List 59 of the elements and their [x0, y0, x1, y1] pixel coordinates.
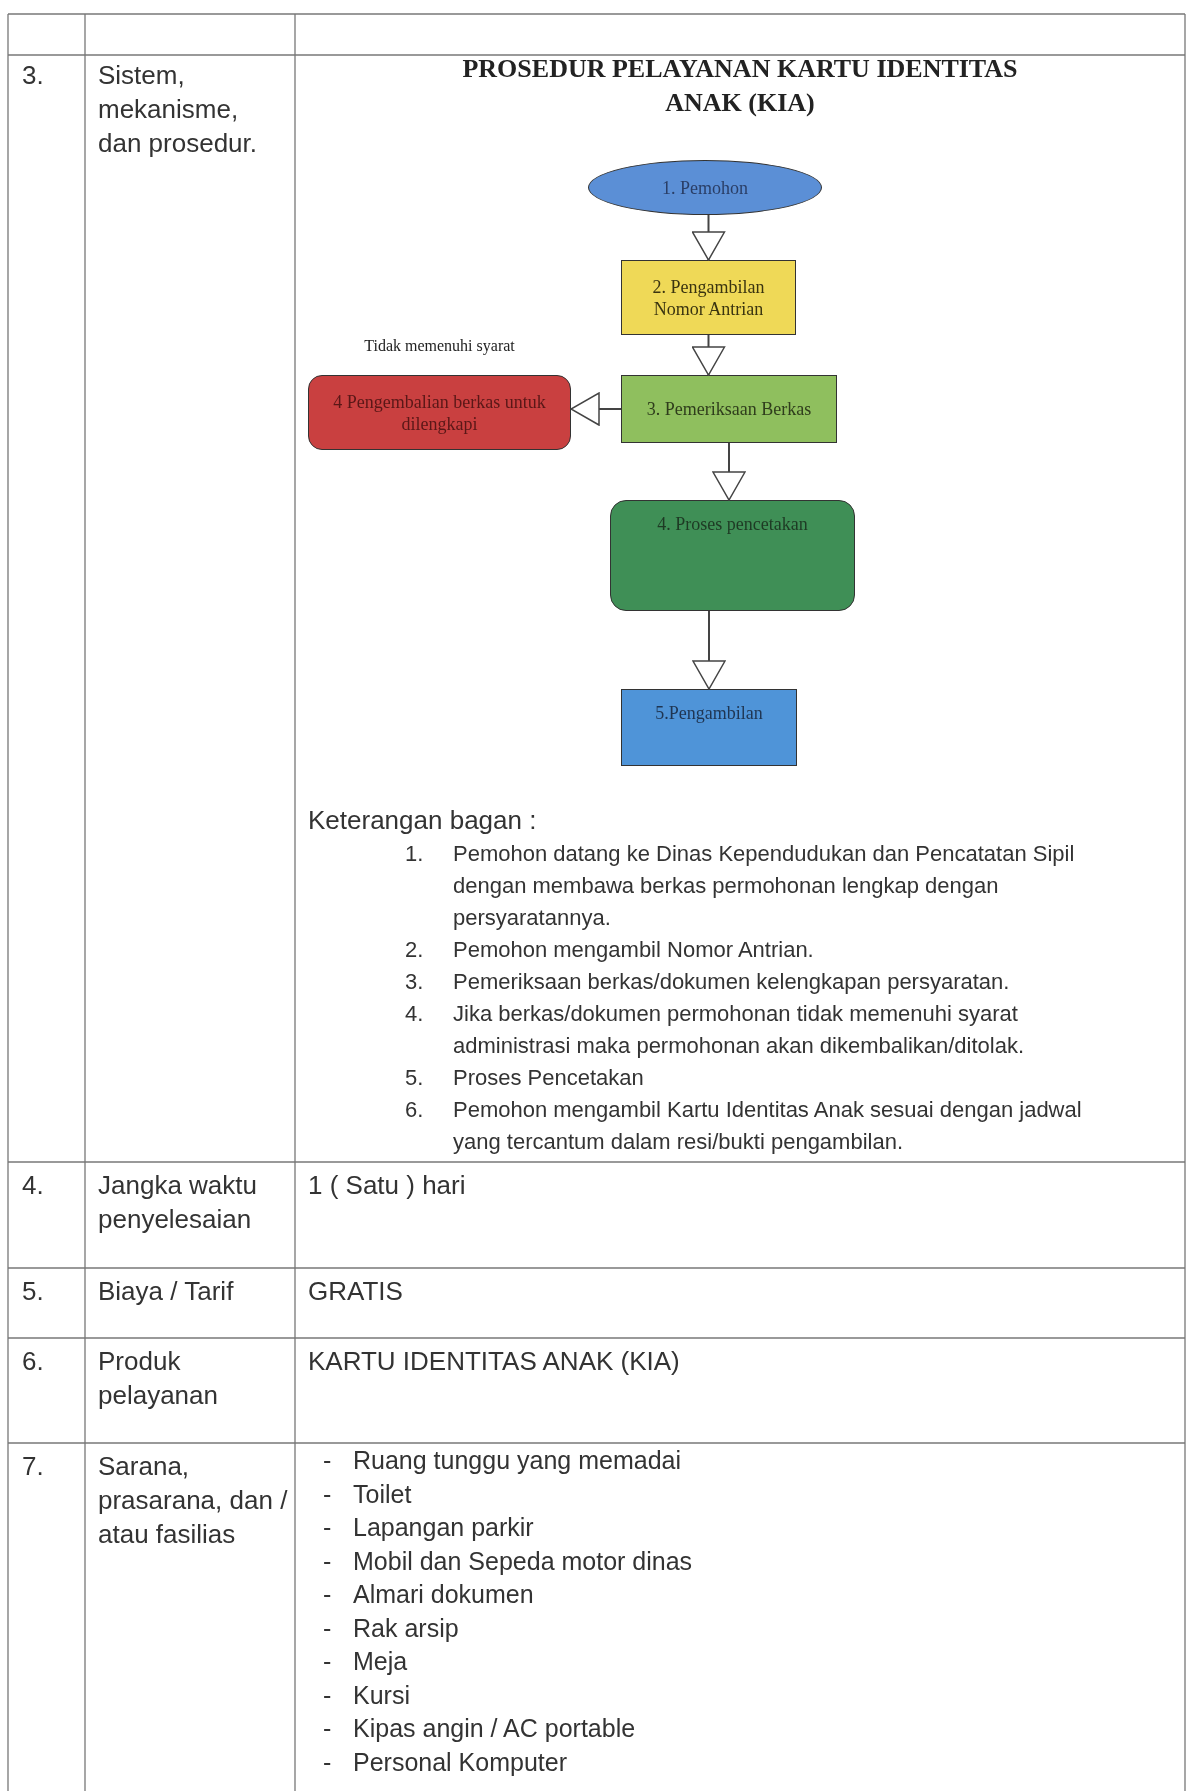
list-number: 4. — [405, 1000, 425, 1028]
list-bullet: - — [323, 1612, 333, 1644]
cell-text: 1 ( Satu ) hari — [308, 1169, 467, 1202]
row-number: 3. — [22, 59, 45, 92]
row-heading: Sistem, mekanisme, dan prosedur. — [98, 59, 258, 160]
list-bullet: - — [323, 1679, 333, 1711]
list-item: Pemeriksaan berkas/dokumen kelengkapan persyaratan. — [453, 968, 1011, 996]
list-item: Jika berkas/dokumen permohonan tidak memenuhi syarat administrasi maka permohonan akan dikembalikan/ditolak. — [453, 1000, 1026, 1060]
list-bullet: - — [323, 1512, 333, 1543]
return-box: 4 Pengembalian berkas untuk dilengkapi — [308, 375, 571, 450]
list-item: Proses Pencetakan — [453, 1064, 645, 1092]
row-number: 7. — [22, 1450, 45, 1483]
list-bullet: - — [323, 1478, 333, 1510]
list-number: 5. — [405, 1064, 425, 1092]
row-heading: Sarana, prasarana, dan / atau fasilias — [98, 1450, 288, 1551]
process-box: 3. Pemeriksaan Berkas — [621, 375, 837, 443]
list-item: Pemohon datang ke Dinas Kependudukan dan Pencatatan Sipil dengan membawa berkas permohonan lengkap dengan persyaratannya. — [453, 840, 1076, 932]
process-box: 5.Pengambilan — [621, 689, 797, 766]
row-heading: Biaya / Tarif — [98, 1275, 235, 1308]
list-bullet: - — [323, 1579, 333, 1610]
process-box: 4. Proses pencetakan — [610, 500, 855, 611]
list-bullet: - — [323, 1746, 333, 1778]
list-item: Pemohon mengambil Kartu Identitas Anak sesuai dengan jadwal yang tercantum dalam resi/bukti pengambilan. — [453, 1096, 1083, 1156]
list-bullet: - — [323, 1545, 333, 1577]
list-item: Kursi — [353, 1679, 411, 1711]
list-bullet: - — [323, 1445, 333, 1476]
list-item: Toilet — [353, 1478, 413, 1510]
list-item: Rak arsip — [353, 1612, 460, 1644]
list-number: 6. — [405, 1096, 425, 1124]
row-heading: Produk pelayanan — [98, 1345, 219, 1412]
list-number: 3. — [405, 968, 425, 996]
process-box: 2. Pengambilan Nomor Antrian — [621, 260, 796, 335]
list-item: Mobil dan Sepeda motor dinas — [353, 1545, 694, 1577]
list-bullet: - — [323, 1713, 333, 1744]
list-number: 1. — [405, 840, 425, 868]
list-item: Personal Komputer — [353, 1746, 568, 1778]
condition-label: Tidak memenuhi syarat — [363, 336, 516, 356]
start-ellipse: 1. Pemohon — [588, 160, 822, 215]
list-item: Lapangan parkir — [353, 1512, 535, 1543]
list-bullet: - — [323, 1646, 333, 1677]
arrow — [692, 610, 726, 690]
list-item: Meja — [353, 1646, 409, 1677]
arrow — [712, 442, 746, 501]
arrow — [691, 214, 726, 261]
row-heading: Jangka waktu penyelesaian — [98, 1169, 258, 1236]
list-number: 2. — [405, 936, 425, 964]
list-item: Ruang tunggu yang memadai — [353, 1445, 682, 1476]
list-item: Pemohon mengambil Nomor Antrian. — [453, 936, 815, 964]
row-number: 4. — [22, 1169, 45, 1202]
diagram-title: PROSEDUR PELAYANAN KARTU IDENTITAS ANAK (KIA) — [461, 53, 1019, 119]
notes-heading: Keterangan bagan : — [308, 804, 538, 837]
row-number: 5. — [22, 1275, 45, 1308]
cell-text: KARTU IDENTITAS ANAK (KIA) — [308, 1345, 681, 1378]
row-number: 6. — [22, 1345, 45, 1378]
list-item: Almari dokumen — [353, 1579, 535, 1610]
list-item: Kipas angin / AC portable — [353, 1713, 637, 1744]
cell-text: GRATIS — [308, 1275, 404, 1308]
arrow — [691, 334, 726, 376]
arrow — [570, 392, 622, 426]
